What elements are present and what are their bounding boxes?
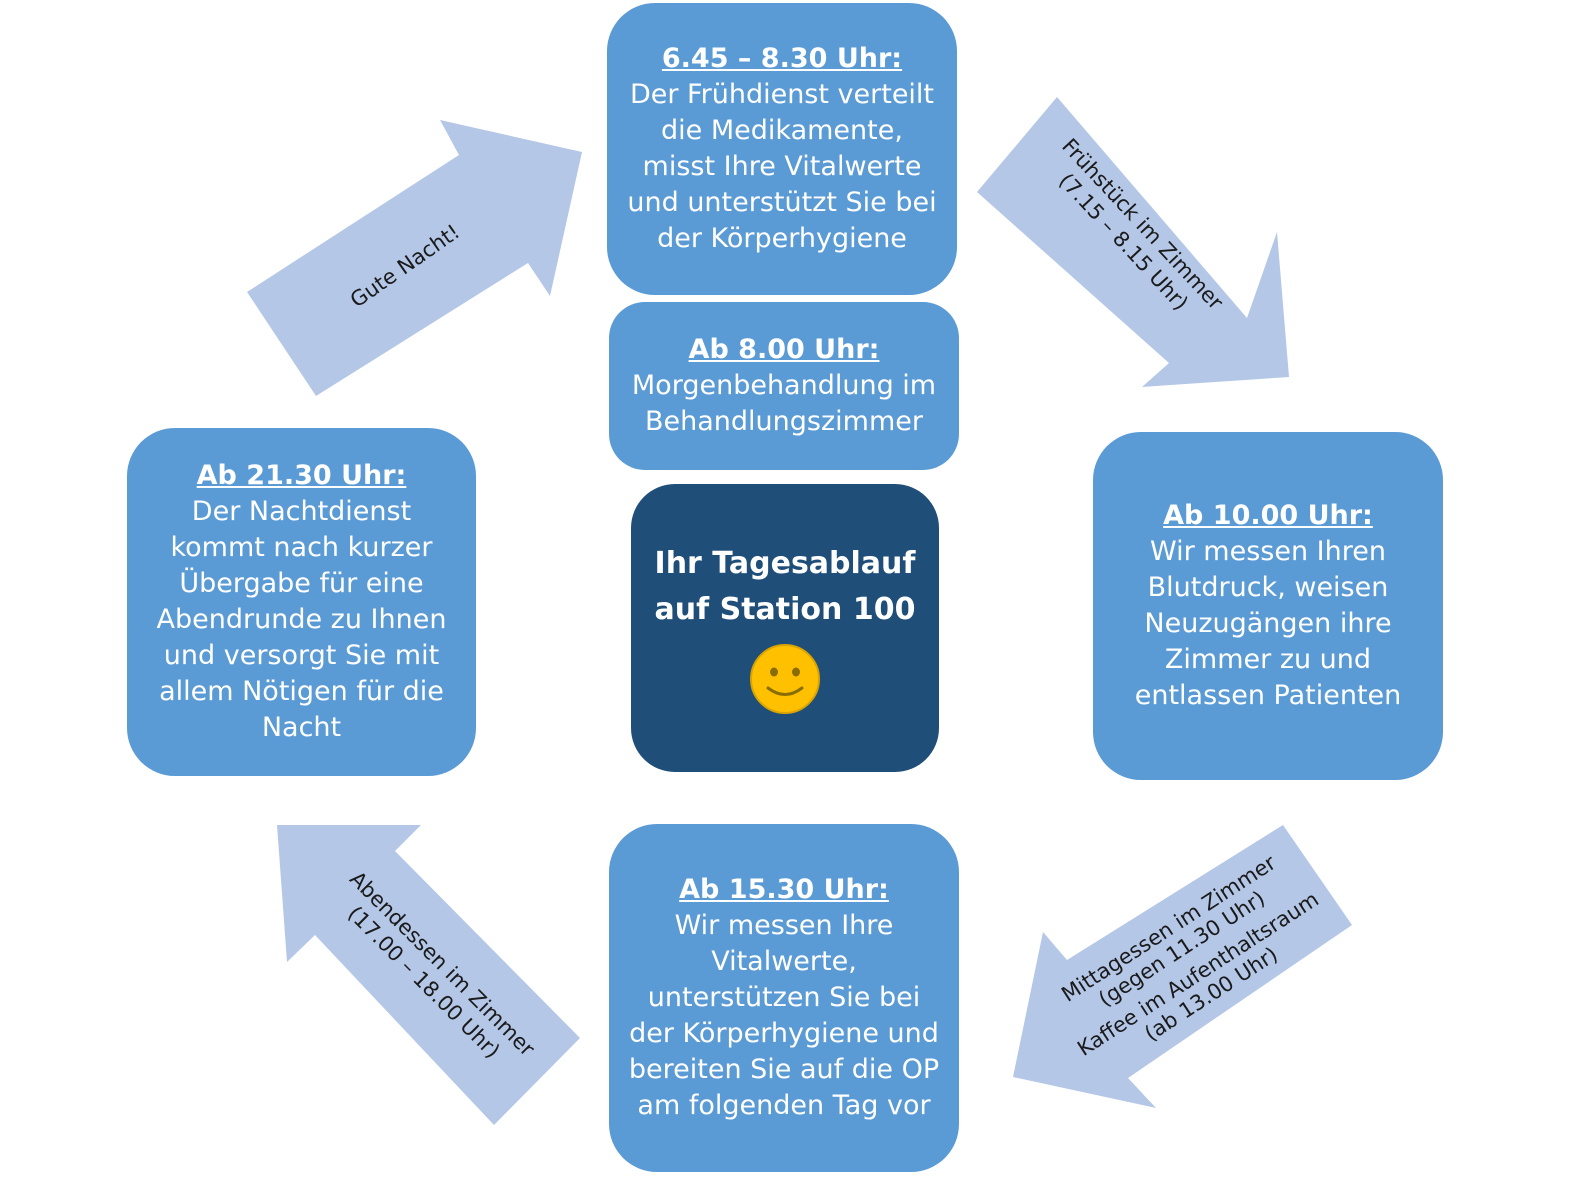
box-treatment-text: Morgenbehandlung im Behandlungszimmer xyxy=(631,370,937,437)
box-morning: 6.45 – 8.30 Uhr: Der Frühdienst verteilt… xyxy=(607,3,957,295)
box-morning-text: Der Frühdienst verteilt die Medikamente,… xyxy=(627,79,937,254)
box-forenoon: Ab 10.00 Uhr: Wir messen Ihren Blutdruck… xyxy=(1093,432,1443,780)
box-treatment: Ab 8.00 Uhr: Morgenbehandlung im Behandl… xyxy=(609,302,959,470)
arrow-dinner-shape xyxy=(277,825,580,1125)
box-night-time: Ab 21.30 Uhr: xyxy=(196,460,407,491)
arrow-goodnight: Gute Nacht! xyxy=(247,120,582,396)
box-treatment-time: Ab 8.00 Uhr: xyxy=(688,334,880,365)
box-night: Ab 21.30 Uhr: Der Nachtdienst kommt nach… xyxy=(127,428,476,776)
box-night-text: Der Nachtdienst kommt nach kurzer Überga… xyxy=(156,496,447,743)
box-forenoon-time: Ab 10.00 Uhr: xyxy=(1163,500,1373,531)
arrow-goodnight-shape xyxy=(247,120,582,396)
box-afternoon-text: Wir messen Ihre Vitalwerte, unterstützen… xyxy=(628,910,940,1121)
arrow-breakfast-shape xyxy=(977,97,1289,387)
center-box: Ihr Tagesablauf auf Station 100 xyxy=(631,484,939,772)
smiley-icon xyxy=(750,644,820,714)
center-title: Ihr Tagesablauf auf Station 100 xyxy=(654,546,916,627)
box-morning-time: 6.45 – 8.30 Uhr: xyxy=(661,43,903,74)
box-forenoon-text: Wir messen Ihren Blutdruck, weisen Neuzu… xyxy=(1134,536,1402,711)
arrow-lunch: Mittagessen im Zimmer (gegen 11.30 Uhr) … xyxy=(1013,825,1352,1108)
arrow-dinner: Abendessen im Zimmer (17.00 – 18.00 Uhr) xyxy=(277,825,580,1125)
arrow-lunch-shape xyxy=(1013,825,1352,1108)
box-afternoon-time: Ab 15.30 Uhr: xyxy=(679,874,889,905)
box-afternoon: Ab 15.30 Uhr: Wir messen Ihre Vitalwerte… xyxy=(609,824,959,1172)
arrow-breakfast: Frühstück im Zimmer (7.15 – 8.15 Uhr) xyxy=(977,97,1289,387)
